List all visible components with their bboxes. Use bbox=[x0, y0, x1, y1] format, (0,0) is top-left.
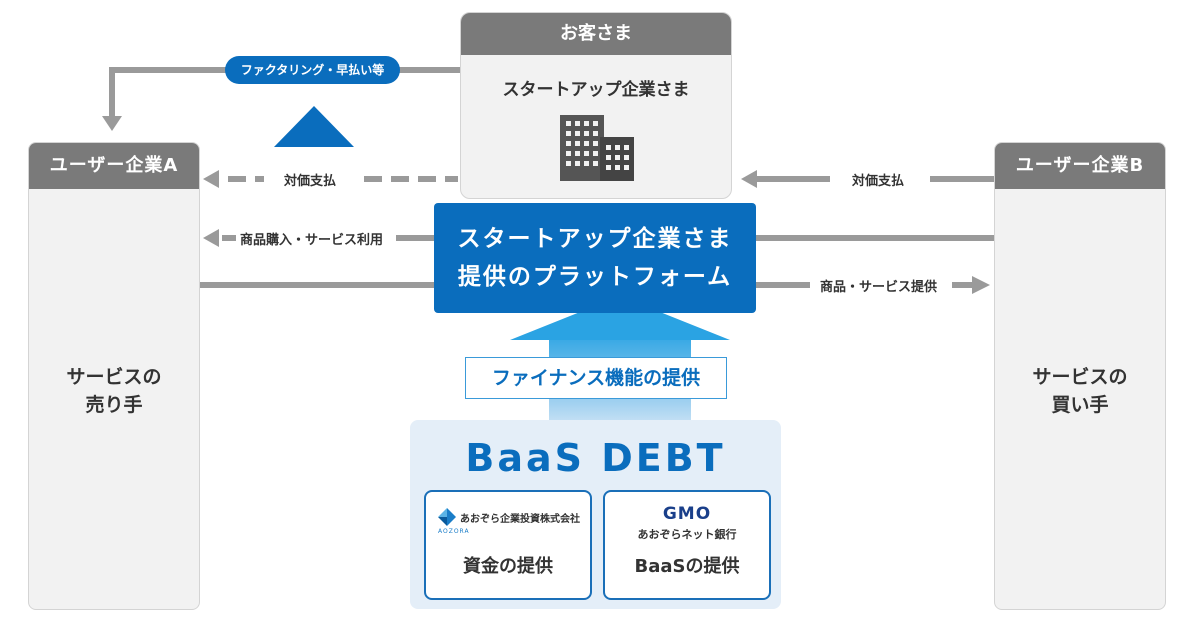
gmo-logo-mark: GMO bbox=[662, 504, 712, 524]
purchase-label: 商品購入・サービス利用 bbox=[240, 233, 384, 248]
payment-from-b-arrowhead bbox=[741, 170, 757, 188]
finance-arrow-head bbox=[510, 296, 730, 340]
aozora-investment-logo-text: あおぞら企業投資株式会社 bbox=[460, 514, 580, 525]
baas-panel: BaaS DEBT あおぞら企業投資株式会社 AOZORA 資金の提供 GMO … bbox=[410, 420, 781, 609]
user-b-box: ユーザー企業B サービスの 買い手 bbox=[994, 142, 1166, 610]
customer-box: お客さま スタートアップ企業さま bbox=[460, 12, 732, 199]
customer-header: お客さま bbox=[461, 13, 731, 55]
platform-box: スタートアップ企業さま 提供のプラットフォーム bbox=[434, 203, 756, 313]
gmo-logo-text: あおぞらネット銀行 bbox=[637, 528, 737, 541]
user-a-header: ユーザー企業A bbox=[29, 143, 199, 189]
customer-subtitle: スタートアップ企業さま bbox=[502, 80, 690, 100]
factoring-arrowhead bbox=[102, 116, 122, 131]
partner2-caption: BaaSの提供 bbox=[634, 556, 740, 577]
user-a-role-line1: サービスの bbox=[66, 366, 162, 388]
partner1-caption: 資金の提供 bbox=[463, 556, 553, 577]
aozora-investment-logo: あおぞら企業投資株式会社 AOZORA bbox=[438, 506, 588, 536]
user-b-role-line2: 買い手 bbox=[1051, 394, 1109, 416]
aozora-logo-mark-icon bbox=[438, 508, 456, 526]
user-a-role: サービスの 売り手 bbox=[29, 363, 199, 419]
platform-line1: スタートアップ企業さま bbox=[457, 226, 733, 252]
building-icon bbox=[556, 115, 636, 181]
baas-title: BaaS DEBT bbox=[465, 436, 726, 480]
user-b-role-line1: サービスの bbox=[1032, 366, 1128, 388]
payment-to-a-label: 対価支払 bbox=[284, 174, 337, 189]
partner-card-aozora-investment: あおぞら企業投資株式会社 AOZORA 資金の提供 bbox=[424, 490, 592, 600]
platform-line2: 提供のプラットフォーム bbox=[457, 264, 733, 290]
aozora-investment-logo-sub: AOZORA bbox=[438, 528, 470, 535]
triangle-indicator bbox=[274, 106, 354, 147]
user-a-role-line2: 売り手 bbox=[85, 394, 143, 416]
payment-from-b-label: 対価支払 bbox=[852, 174, 905, 189]
finance-label: ファイナンス機能の提供 bbox=[465, 357, 727, 399]
user-b-header: ユーザー企業B bbox=[995, 143, 1165, 189]
provide-arrowhead bbox=[972, 276, 990, 294]
partner-card-gmo-aozora-bank: GMO あおぞらネット銀行 BaaSの提供 bbox=[603, 490, 771, 600]
factoring-pill: ファクタリング・早払い等 bbox=[225, 56, 400, 84]
payment-to-a-arrowhead bbox=[203, 170, 219, 188]
user-b-role: サービスの 買い手 bbox=[995, 363, 1165, 419]
purchase-arrowhead bbox=[203, 229, 219, 247]
provide-service-label: 商品・サービス提供 bbox=[820, 280, 938, 295]
user-a-box: ユーザー企業A サービスの 売り手 bbox=[28, 142, 200, 610]
